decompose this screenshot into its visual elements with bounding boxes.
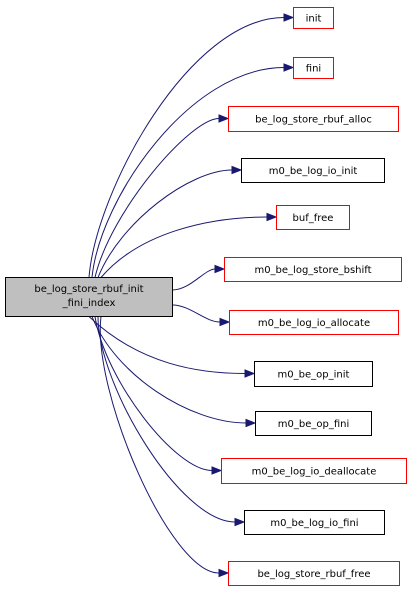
edge-to-m0-be-op-init [88, 316, 246, 374]
callee-node-init[interactable]: init [293, 7, 334, 29]
callee-box-m0-be-log-store-bshift[interactable] [224, 257, 402, 282]
arrowhead-to-fini [283, 63, 295, 72]
edge-to-m0-be-log-io-init [97, 169, 233, 278]
callee-node-be-log-store-rbuf-alloc[interactable]: be_log_store_rbuf_alloc [228, 106, 399, 132]
callee-node-m0-be-op-init[interactable]: m0_be_op_init [254, 361, 373, 387]
arrowhead-to-m0-be-log-io-fini [234, 517, 246, 527]
arrowhead-to-m0-be-log-io-deallocate [211, 466, 223, 475]
arrowhead-to-m0-be-log-io-init [231, 165, 243, 175]
callee-label-m0-be-op-init: m0_be_op_init [278, 370, 350, 381]
callee-box-be-log-store-rbuf-free[interactable] [228, 561, 400, 586]
callee-label-be-log-store-rbuf-free: be_log_store_rbuf_free [257, 569, 370, 580]
call-edges [88, 13, 295, 578]
callee-node-fini[interactable]: fini [293, 57, 334, 79]
arrowhead-to-m0-be-op-fini [245, 418, 257, 428]
callee-node-m0-be-op-fini[interactable]: m0_be_op_fini [255, 411, 372, 436]
callee-box-be-log-store-rbuf-alloc[interactable] [228, 106, 399, 132]
edge-to-m0-be-log-io-deallocate [94, 316, 213, 471]
callee-label-m0-be-log-io-deallocate: m0_be_log_io_deallocate [252, 467, 377, 478]
edge-to-be-log-store-rbuf-alloc [94, 118, 220, 278]
callee-box-m0-be-op-init[interactable] [254, 361, 373, 387]
arrowhead-to-be-log-store-rbuf-free [218, 568, 230, 578]
callee-box-m0-be-log-io-fini[interactable] [244, 510, 385, 535]
arrowhead-to-be-log-store-rbuf-alloc [218, 114, 230, 123]
edge-to-m0-be-log-io-fini [97, 316, 236, 523]
callee-label-m0-be-op-fini: m0_be_op_fini [278, 419, 349, 430]
arrowhead-to-init [283, 13, 295, 22]
edge-to-m0-be-log-io-allocate [172, 304, 221, 323]
source-node-box[interactable] [5, 277, 173, 317]
callee-node-be-log-store-rbuf-free[interactable]: be_log_store_rbuf_free [228, 561, 400, 586]
arrowhead-to-m0-be-op-init [244, 369, 256, 378]
edge-to-fini [91, 67, 285, 278]
callee-node-m0-be-log-store-bshift[interactable]: m0_be_log_store_bshift [224, 257, 402, 282]
callee-node-m0-be-log-io-allocate[interactable]: m0_be_log_io_allocate [229, 310, 399, 335]
edge-to-m0-be-op-fini [91, 316, 247, 424]
callee-node-m0-be-log-io-fini[interactable]: m0_be_log_io_fini [244, 510, 385, 535]
callee-box-m0-be-log-io-allocate[interactable] [229, 310, 399, 335]
callee-box-m0-be-log-io-init[interactable] [241, 158, 385, 183]
edge-to-m0-be-log-store-bshift [172, 268, 216, 291]
source-node-label-line2: _fini_index [62, 298, 116, 309]
callee-label-m0-be-log-io-init: m0_be_log_io_init [269, 166, 358, 177]
callee-box-m0-be-op-fini[interactable] [255, 411, 372, 436]
edge-to-buf-free [100, 216, 268, 278]
callee-label-m0-be-log-io-allocate: m0_be_log_io_allocate [258, 318, 370, 329]
callee-box-init[interactable] [293, 7, 334, 29]
callee-label-m0-be-log-io-fini: m0_be_log_io_fini [270, 518, 358, 529]
callee-box-buf-free[interactable] [276, 205, 350, 230]
callee-box-m0-be-log-io-deallocate[interactable] [221, 458, 407, 484]
callee-label-fini: fini [306, 64, 321, 75]
source-node-label-line1: be_log_store_rbuf_init [34, 284, 143, 295]
call-nodes: be_log_store_rbuf_init _fini_index init f… [5, 7, 407, 586]
arrowhead-to-m0-be-log-store-bshift [214, 264, 226, 274]
callee-label-be-log-store-rbuf-alloc: be_log_store_rbuf_alloc [255, 115, 372, 126]
callee-node-m0-be-log-io-init[interactable]: m0_be_log_io_init [241, 158, 385, 183]
source-node[interactable]: be_log_store_rbuf_init _fini_index [5, 277, 173, 317]
callee-label-init: init [306, 14, 322, 25]
edge-to-be-log-store-rbuf-free [99, 316, 220, 574]
callee-label-buf-free: buf_free [293, 213, 334, 224]
callee-node-m0-be-log-io-deallocate[interactable]: m0_be_log_io_deallocate [221, 458, 407, 484]
callee-label-m0-be-log-store-bshift: m0_be_log_store_bshift [254, 265, 371, 276]
arrowhead-to-m0-be-log-io-allocate [219, 317, 231, 327]
callee-box-fini[interactable] [293, 57, 334, 79]
edge-to-init [88, 17, 285, 278]
arrowhead-to-buf-free [266, 212, 278, 222]
callee-node-buf-free[interactable]: buf_free [276, 205, 350, 230]
